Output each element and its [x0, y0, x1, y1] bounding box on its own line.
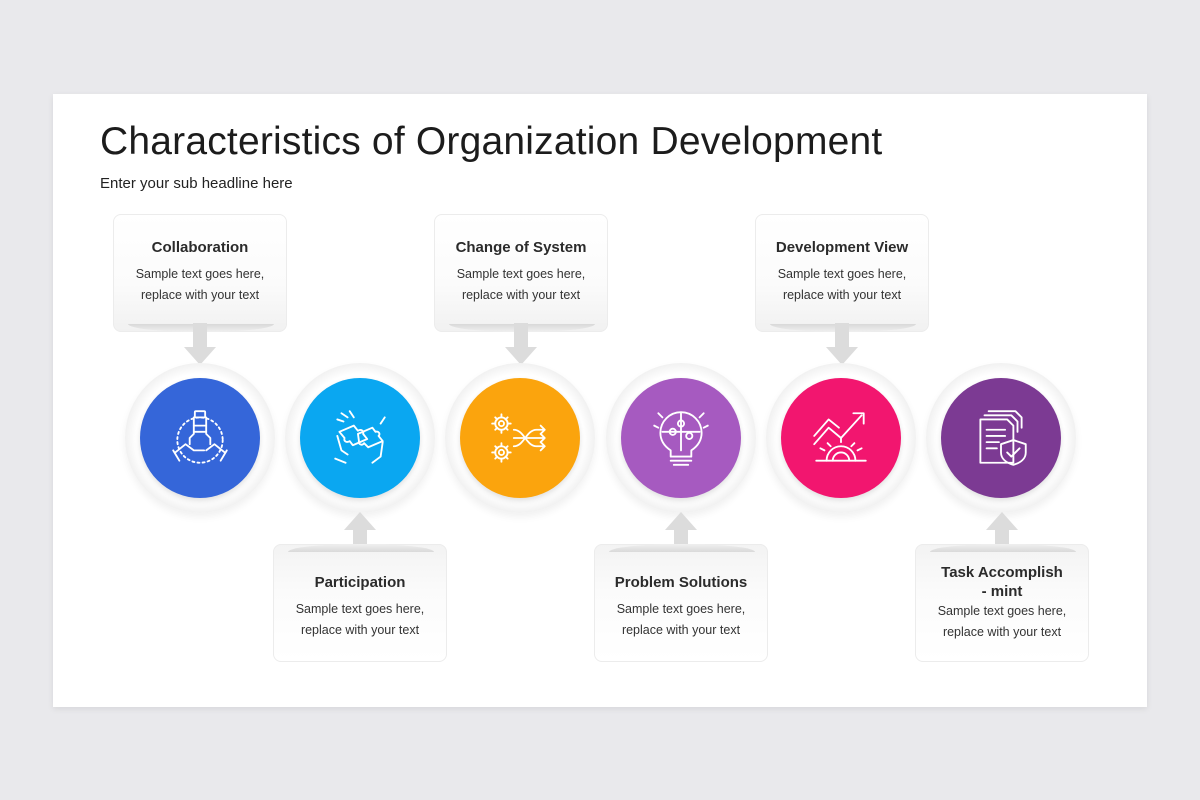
- card-text: Sample text goes here, replace with your…: [937, 604, 1067, 639]
- arrow-down-icon: [826, 323, 858, 365]
- document-shield-icon: [979, 410, 1027, 466]
- card-text: Sample text goes here, replace with your…: [135, 267, 265, 302]
- card-development-view: Development View Sample text goes here, …: [755, 214, 929, 332]
- step-circle: [621, 378, 741, 498]
- puzzle-bulb-icon: [653, 411, 709, 466]
- card-shelf: [609, 544, 755, 552]
- card-title: Development View: [775, 239, 909, 256]
- step-ring: [766, 363, 916, 513]
- step-ring: [445, 363, 595, 513]
- growth-gear-icon: [813, 412, 867, 462]
- puzzle-hands-icon: [334, 410, 386, 464]
- step-circle: [460, 378, 580, 498]
- arrow-up-icon: [986, 512, 1018, 554]
- page-subtitle: Enter your sub headline here: [100, 175, 293, 192]
- card-change-of-system: Change of System Sample text goes here, …: [434, 214, 608, 332]
- card-title: Task Accomplish - mint: [941, 564, 1063, 600]
- card-text: Sample text goes here, replace with your…: [456, 267, 586, 302]
- arrow-down-icon: [505, 323, 537, 365]
- card-title: Participation: [314, 574, 406, 591]
- card-task-accomplishment: Task Accomplish - mint Sample text goes …: [915, 544, 1089, 662]
- arrow-down-icon: [184, 323, 216, 365]
- card-problem-solutions: Problem Solutions Sample text goes here,…: [594, 544, 768, 662]
- hands-together-icon: [172, 410, 228, 464]
- page-title: Characteristics of Organization Developm…: [100, 120, 883, 163]
- card-participation: Participation Sample text goes here, rep…: [273, 544, 447, 662]
- card-shelf: [288, 544, 434, 552]
- step-ring: [926, 363, 1076, 513]
- step-circle: [300, 378, 420, 498]
- card-title: Change of System: [455, 239, 587, 256]
- arrow-up-icon: [665, 512, 697, 554]
- arrow-up-icon: [344, 512, 376, 554]
- card-text: Sample text goes here, replace with your…: [295, 602, 425, 637]
- step-circle: [140, 378, 260, 498]
- step-ring: [285, 363, 435, 513]
- card-text: Sample text goes here, replace with your…: [777, 267, 907, 302]
- card-text: Sample text goes here, replace with your…: [616, 602, 746, 637]
- step-ring: [606, 363, 756, 513]
- card-collaboration: Collaboration Sample text goes here, rep…: [113, 214, 287, 332]
- gears-shuffle-icon: [491, 413, 546, 463]
- card-title: Collaboration: [151, 239, 249, 256]
- slide: Characteristics of Organization Developm…: [53, 94, 1147, 707]
- step-circle: [941, 378, 1061, 498]
- step-ring: [125, 363, 275, 513]
- step-circle: [781, 378, 901, 498]
- card-title: Problem Solutions: [614, 574, 748, 591]
- card-shelf: [930, 544, 1076, 552]
